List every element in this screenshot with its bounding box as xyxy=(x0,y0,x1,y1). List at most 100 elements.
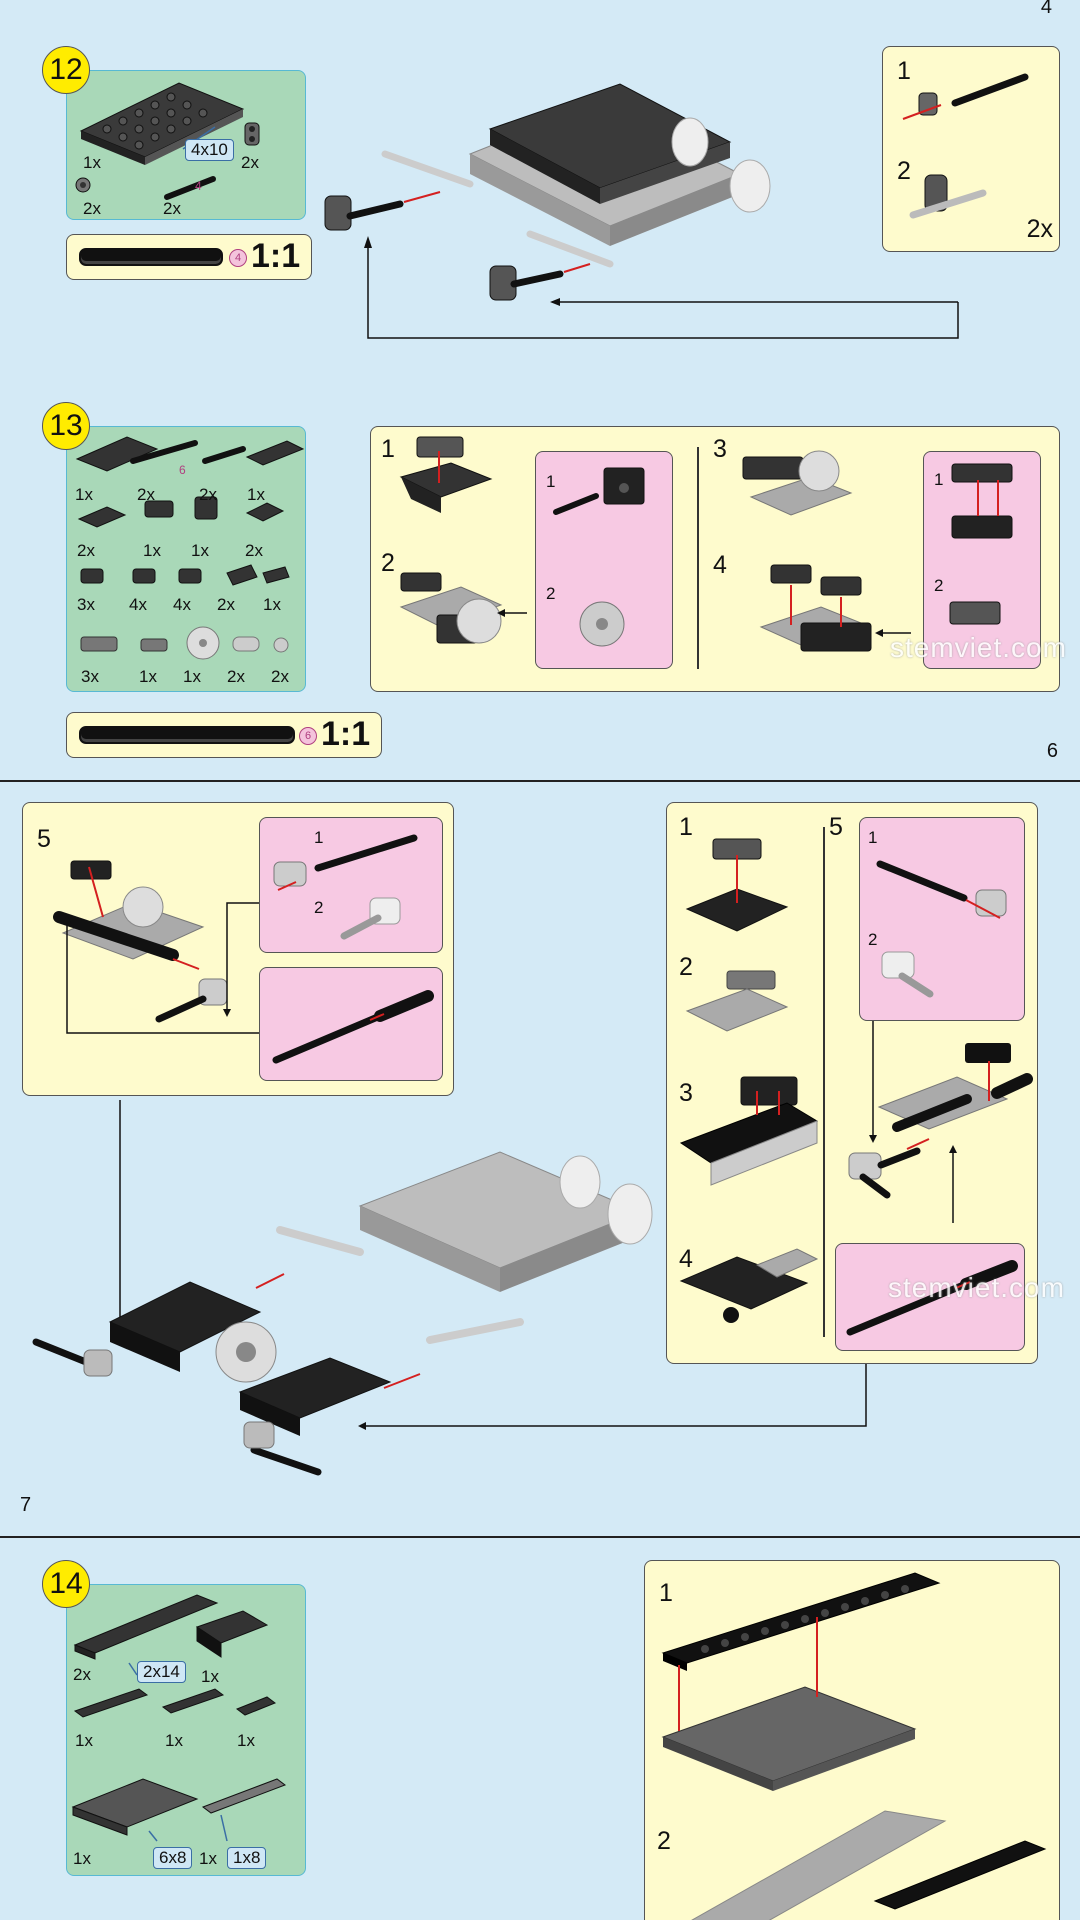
part-dimension-label: 2x14 xyxy=(137,1661,186,1683)
substep-number: 2 xyxy=(679,953,693,981)
part-qty: 3x xyxy=(81,667,99,686)
part-qty: 2x xyxy=(77,541,95,560)
page-6: 6 1x 4x10 2x 2x 2x 4 12 4 1:1 xyxy=(0,24,1080,782)
page-8: 2x 2x14 1x 1x 1x 1x 1x 6x8 1x 1x8 14 1 2 xyxy=(0,1538,1080,1920)
part-qty: 2x xyxy=(83,199,101,218)
divider xyxy=(697,447,699,669)
part-qty: 1x xyxy=(247,485,265,504)
step12-axle-scale: 4 1:1 xyxy=(66,234,312,280)
part-qty: 1x xyxy=(83,153,101,172)
multiplier-label: 2x xyxy=(1026,215,1053,243)
part-qty: 2x xyxy=(227,667,245,686)
step13-subassembly-callout: 1 2 3 4 1 xyxy=(370,426,1060,692)
part-qty: 2x xyxy=(199,485,217,504)
part-qty: 1x xyxy=(237,1731,255,1750)
sub-callout-art xyxy=(949,463,1013,625)
part-qty: 1x xyxy=(73,1849,91,1868)
part-qty: 2x xyxy=(271,667,289,686)
substep-number: 1 xyxy=(381,435,395,463)
axle-scale-bar xyxy=(79,248,223,266)
substep-number: 4 xyxy=(713,551,727,579)
substep-number: 3 xyxy=(679,1079,693,1107)
step14-subassembly-callout: 1 2 xyxy=(644,1560,1060,1920)
axle-length-badge: 4 xyxy=(195,179,202,193)
sub-callout-art xyxy=(272,990,434,1064)
substep-number: 1 xyxy=(679,813,693,841)
right-sub-callout-top: 1 2 xyxy=(859,817,1025,1021)
part-dimension-label: 4x10 xyxy=(185,139,234,161)
sub-callout-art xyxy=(553,467,645,647)
right-sub-callout-bottom xyxy=(835,1243,1025,1351)
part-qty: 2x xyxy=(217,595,235,614)
part-dimension-label: 6x8 xyxy=(153,1847,193,1869)
part-qty: 2x xyxy=(241,153,259,172)
part-qty: 1x xyxy=(165,1731,183,1750)
left-sub-callout-bottom xyxy=(259,967,443,1081)
left-subassembly-callout: 5 1 2 xyxy=(22,802,454,1096)
part-qty: 1x xyxy=(75,1731,93,1750)
substep-number: 4 xyxy=(679,1245,693,1273)
callout-art xyxy=(399,436,911,652)
step12-parts-list: 1x 4x10 2x 2x 2x 4 xyxy=(66,70,306,220)
step12-assembly-art xyxy=(324,83,959,339)
part-qty: 2x xyxy=(73,1665,91,1684)
part-qty: 1x xyxy=(143,541,161,560)
step12-parts-art xyxy=(75,82,260,200)
page-7: 7 5 1 2 xyxy=(0,782,1080,1538)
substep-number: 1 xyxy=(546,472,556,491)
substep-number: 2 xyxy=(381,549,395,577)
part-qty: 2x xyxy=(137,485,155,504)
step13-sub-callout-b: 1 2 xyxy=(923,451,1041,669)
scale-ratio: 1:1 xyxy=(251,237,301,275)
scale-ratio: 1:1 xyxy=(321,715,371,753)
watermark: stemviet.com xyxy=(888,1272,1065,1303)
substep-number: 2 xyxy=(657,1827,671,1855)
axle-length-badge: 6 xyxy=(179,463,186,477)
callout-art xyxy=(679,838,1033,1323)
part-qty: 2x xyxy=(163,199,181,218)
part-qty: 3x xyxy=(77,595,95,614)
axle-length-badge: 6 xyxy=(299,727,317,745)
page-number: 4 xyxy=(1040,0,1052,18)
part-dimension-label: 1x8 xyxy=(227,1847,267,1869)
watermark: stemviet.com xyxy=(890,632,1067,663)
substep-number: 5 xyxy=(37,825,51,853)
step-number-badge: 12 xyxy=(42,46,90,94)
part-qty: 1x xyxy=(139,667,157,686)
substep-number: 1 xyxy=(934,470,944,489)
page-4-strip: 4 xyxy=(0,0,1080,26)
part-qty: 4x xyxy=(173,595,191,614)
sub-callout-art xyxy=(876,860,1007,998)
right-subassembly-callout: 1 2 3 4 5 xyxy=(666,802,1038,1364)
part-qty: 4x xyxy=(129,595,147,614)
substep-number: 1 xyxy=(659,1579,673,1607)
callout-art xyxy=(53,860,259,1034)
axle-length-badge: 4 xyxy=(229,249,247,267)
step-number-badge: 13 xyxy=(42,402,90,450)
substep-number: 1 xyxy=(314,828,324,847)
callout-art xyxy=(661,1572,1047,1920)
callout-art xyxy=(902,73,1029,219)
step14-parts-list: 2x 2x14 1x 1x 1x 1x 1x 6x8 1x 1x8 xyxy=(66,1584,306,1876)
sub-callout-art xyxy=(846,1260,1018,1336)
substep-number: 2 xyxy=(934,576,944,595)
page-number: 7 xyxy=(20,1494,32,1516)
step13-parts-list: 1x 2x 6 2x 1x 2x 1x 1x 2x 3x 4x 4x 2x 1x… xyxy=(66,426,306,692)
part-qty: 1x xyxy=(201,1667,219,1686)
part-qty: 1x xyxy=(191,541,209,560)
part-qty: 1x xyxy=(199,1849,217,1868)
substep-number: 2 xyxy=(314,898,324,917)
substep-number: 2 xyxy=(546,584,556,603)
part-qty: 1x xyxy=(263,595,281,614)
step12-subassembly-callout: 1 2 2x xyxy=(882,46,1060,252)
substep-number: 1 xyxy=(897,57,911,85)
divider xyxy=(823,827,825,1337)
step13-axle-scale: 6 1:1 xyxy=(66,712,382,758)
substep-number: 3 xyxy=(713,435,727,463)
substep-number: 2 xyxy=(897,157,911,185)
part-qty: 1x xyxy=(183,667,201,686)
axle-scale-bar xyxy=(79,726,295,744)
part-qty: 2x xyxy=(245,541,263,560)
part-qty: 1x xyxy=(75,485,93,504)
substep-number: 5 xyxy=(829,813,843,841)
